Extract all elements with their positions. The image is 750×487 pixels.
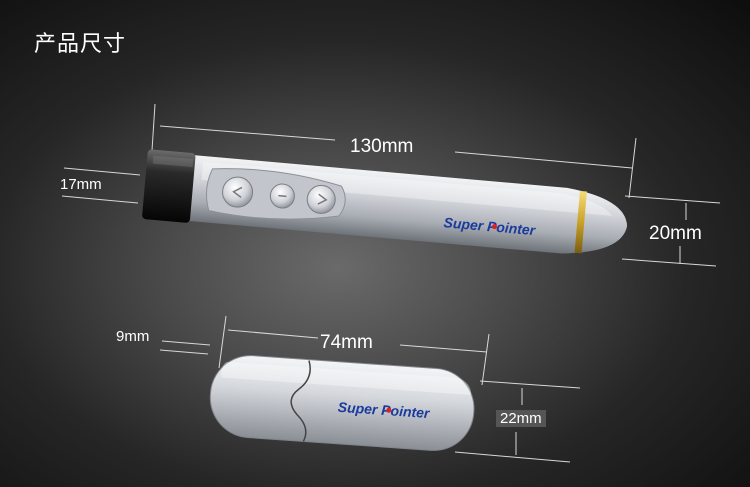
receiver-brand-logo: Super Pointer (337, 399, 431, 421)
receiver-dimension-lines (159, 315, 581, 463)
receiver-thickness-label: 9mm (116, 328, 150, 345)
receiver-height-label: 22mm (496, 410, 546, 427)
pointer-tip-label: 17mm (60, 176, 102, 193)
pointer-dimension-lines (61, 103, 721, 267)
pointer-height-label: 20mm (649, 223, 702, 244)
pointer-length-label: 130mm (350, 136, 414, 157)
left-arrow-icon (222, 176, 254, 208)
right-arrow-icon (306, 184, 336, 214)
page-title: 产品尺寸 (34, 32, 127, 57)
usb-receiver: Super Pointer (209, 355, 475, 451)
receiver-length-label: 74mm (320, 332, 373, 353)
laser-pointer-pen: Super Pointer (142, 149, 628, 254)
